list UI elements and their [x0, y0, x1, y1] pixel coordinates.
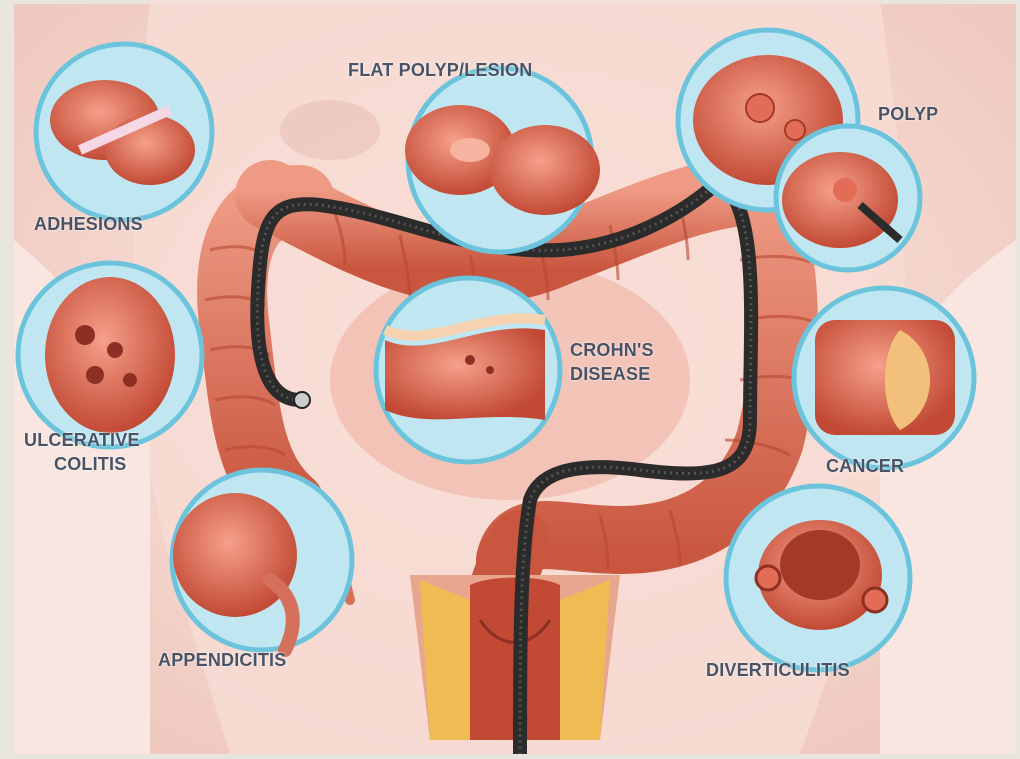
inset-polyp-removal	[776, 126, 920, 270]
endoscope-tip	[294, 392, 310, 408]
inset-diverticulitis	[726, 486, 910, 670]
label-flat-polyp: FLAT POLYP/LESION	[348, 60, 532, 81]
label-ulcerative-colitis: ULCERATIVE COLITIS	[24, 428, 140, 476]
label-cancer: CANCER	[826, 456, 904, 477]
label-ulcerative-line1: ULCERATIVE	[24, 428, 140, 452]
stomach-shadow	[280, 100, 380, 160]
label-crohns-disease: CROHN'S DISEASE	[570, 338, 654, 386]
inset-adhesions	[36, 44, 212, 220]
inset-ulcerative-colitis	[18, 263, 202, 447]
inset-appendicitis	[172, 470, 352, 650]
label-polyp: POLYP	[878, 104, 938, 125]
label-adhesions: ADHESIONS	[34, 214, 143, 235]
inset-cancer	[794, 288, 974, 468]
label-ulcerative-line2: COLITIS	[24, 452, 140, 476]
label-crohns-line2: DISEASE	[570, 362, 654, 386]
inset-crohns-disease	[376, 278, 560, 462]
label-crohns-line1: CROHN'S	[570, 338, 654, 362]
label-appendicitis: APPENDICITIS	[158, 650, 286, 671]
label-diverticulitis: DIVERTICULITIS	[706, 660, 850, 681]
